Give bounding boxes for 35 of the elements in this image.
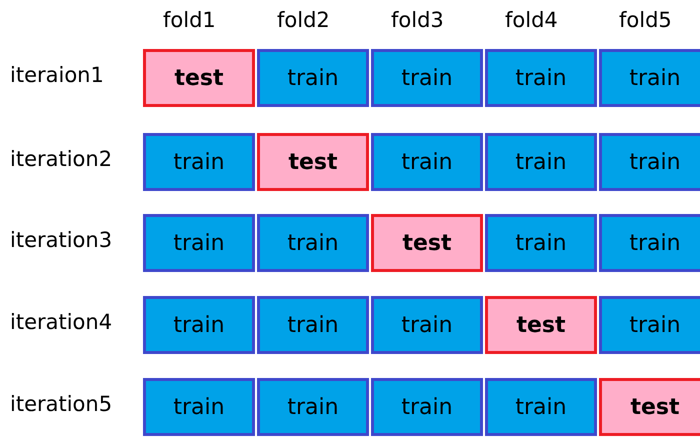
column-header: fold1	[163, 8, 216, 32]
row-label: iteration2	[10, 147, 112, 171]
row-label: iteration5	[10, 392, 112, 416]
test-fold-box: test	[485, 296, 597, 354]
train-fold-box: train	[599, 296, 700, 354]
train-fold-box: train	[257, 296, 369, 354]
row-label: iteraion1	[10, 63, 104, 87]
train-fold-box: train	[599, 214, 700, 272]
train-fold-box: train	[257, 378, 369, 436]
column-header: fold5	[619, 8, 672, 32]
train-fold-box: train	[485, 214, 597, 272]
train-fold-box: train	[599, 49, 700, 107]
train-fold-box: train	[485, 378, 597, 436]
column-header: fold3	[391, 8, 444, 32]
test-fold-box: test	[143, 49, 255, 107]
train-fold-box: train	[371, 133, 483, 191]
train-fold-box: train	[257, 214, 369, 272]
train-fold-box: train	[143, 133, 255, 191]
test-fold-box: test	[371, 214, 483, 272]
train-fold-box: train	[371, 296, 483, 354]
train-fold-box: train	[485, 49, 597, 107]
train-fold-box: train	[599, 133, 700, 191]
column-header: fold2	[277, 8, 330, 32]
row-label: iteration4	[10, 310, 112, 334]
test-fold-box: test	[257, 133, 369, 191]
train-fold-box: train	[257, 49, 369, 107]
row-label: iteration3	[10, 228, 112, 252]
train-fold-box: train	[371, 378, 483, 436]
train-fold-box: train	[371, 49, 483, 107]
train-fold-box: train	[143, 214, 255, 272]
column-header: fold4	[505, 8, 558, 32]
test-fold-box: test	[599, 378, 700, 436]
train-fold-box: train	[143, 296, 255, 354]
train-fold-box: train	[143, 378, 255, 436]
train-fold-box: train	[485, 133, 597, 191]
